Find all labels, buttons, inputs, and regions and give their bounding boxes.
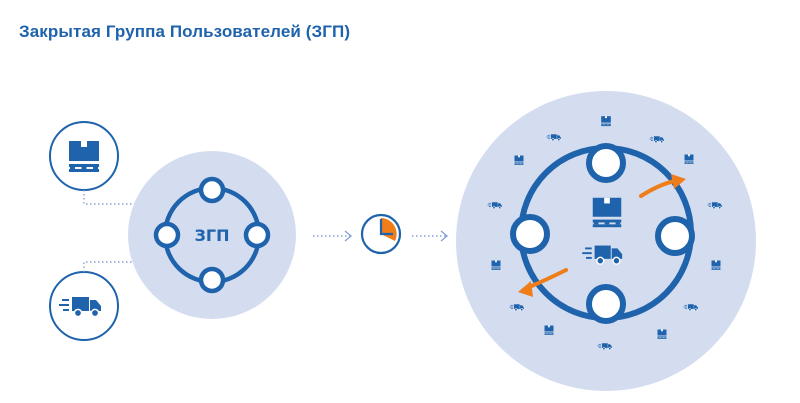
expanded-group xyxy=(456,91,756,391)
box-badge xyxy=(49,121,119,191)
pallet-box-icon xyxy=(657,329,667,339)
pallet-box-icon xyxy=(592,197,622,228)
flow-arrow-2 xyxy=(412,230,449,242)
timer-icon xyxy=(360,213,402,255)
pallet-box-icon xyxy=(544,325,554,335)
hub-label: ЗГП xyxy=(195,226,230,245)
member-node xyxy=(243,221,271,249)
member-node xyxy=(153,221,181,249)
member-node xyxy=(586,143,626,183)
member-node xyxy=(510,214,550,254)
pallet-box-icon xyxy=(601,116,611,127)
member-node xyxy=(655,216,695,256)
member-node xyxy=(198,266,226,294)
member-node xyxy=(586,284,626,324)
pallet-box-icon xyxy=(711,260,721,270)
page-title: Закрытая Группа Пользователей (ЗГП) xyxy=(19,22,351,41)
arrow-icon xyxy=(440,230,449,242)
pallet-box-icon xyxy=(684,154,694,164)
truck-badge xyxy=(49,271,119,341)
small-group: ЗГП xyxy=(128,151,296,319)
pallet-box-icon xyxy=(69,141,99,172)
arrow-icon xyxy=(344,230,353,242)
member-node xyxy=(198,176,226,204)
pallet-box-icon xyxy=(491,260,501,270)
flow-arrow-1 xyxy=(313,230,353,242)
pallet-box-icon xyxy=(514,155,524,165)
arrow-icon xyxy=(639,179,677,198)
